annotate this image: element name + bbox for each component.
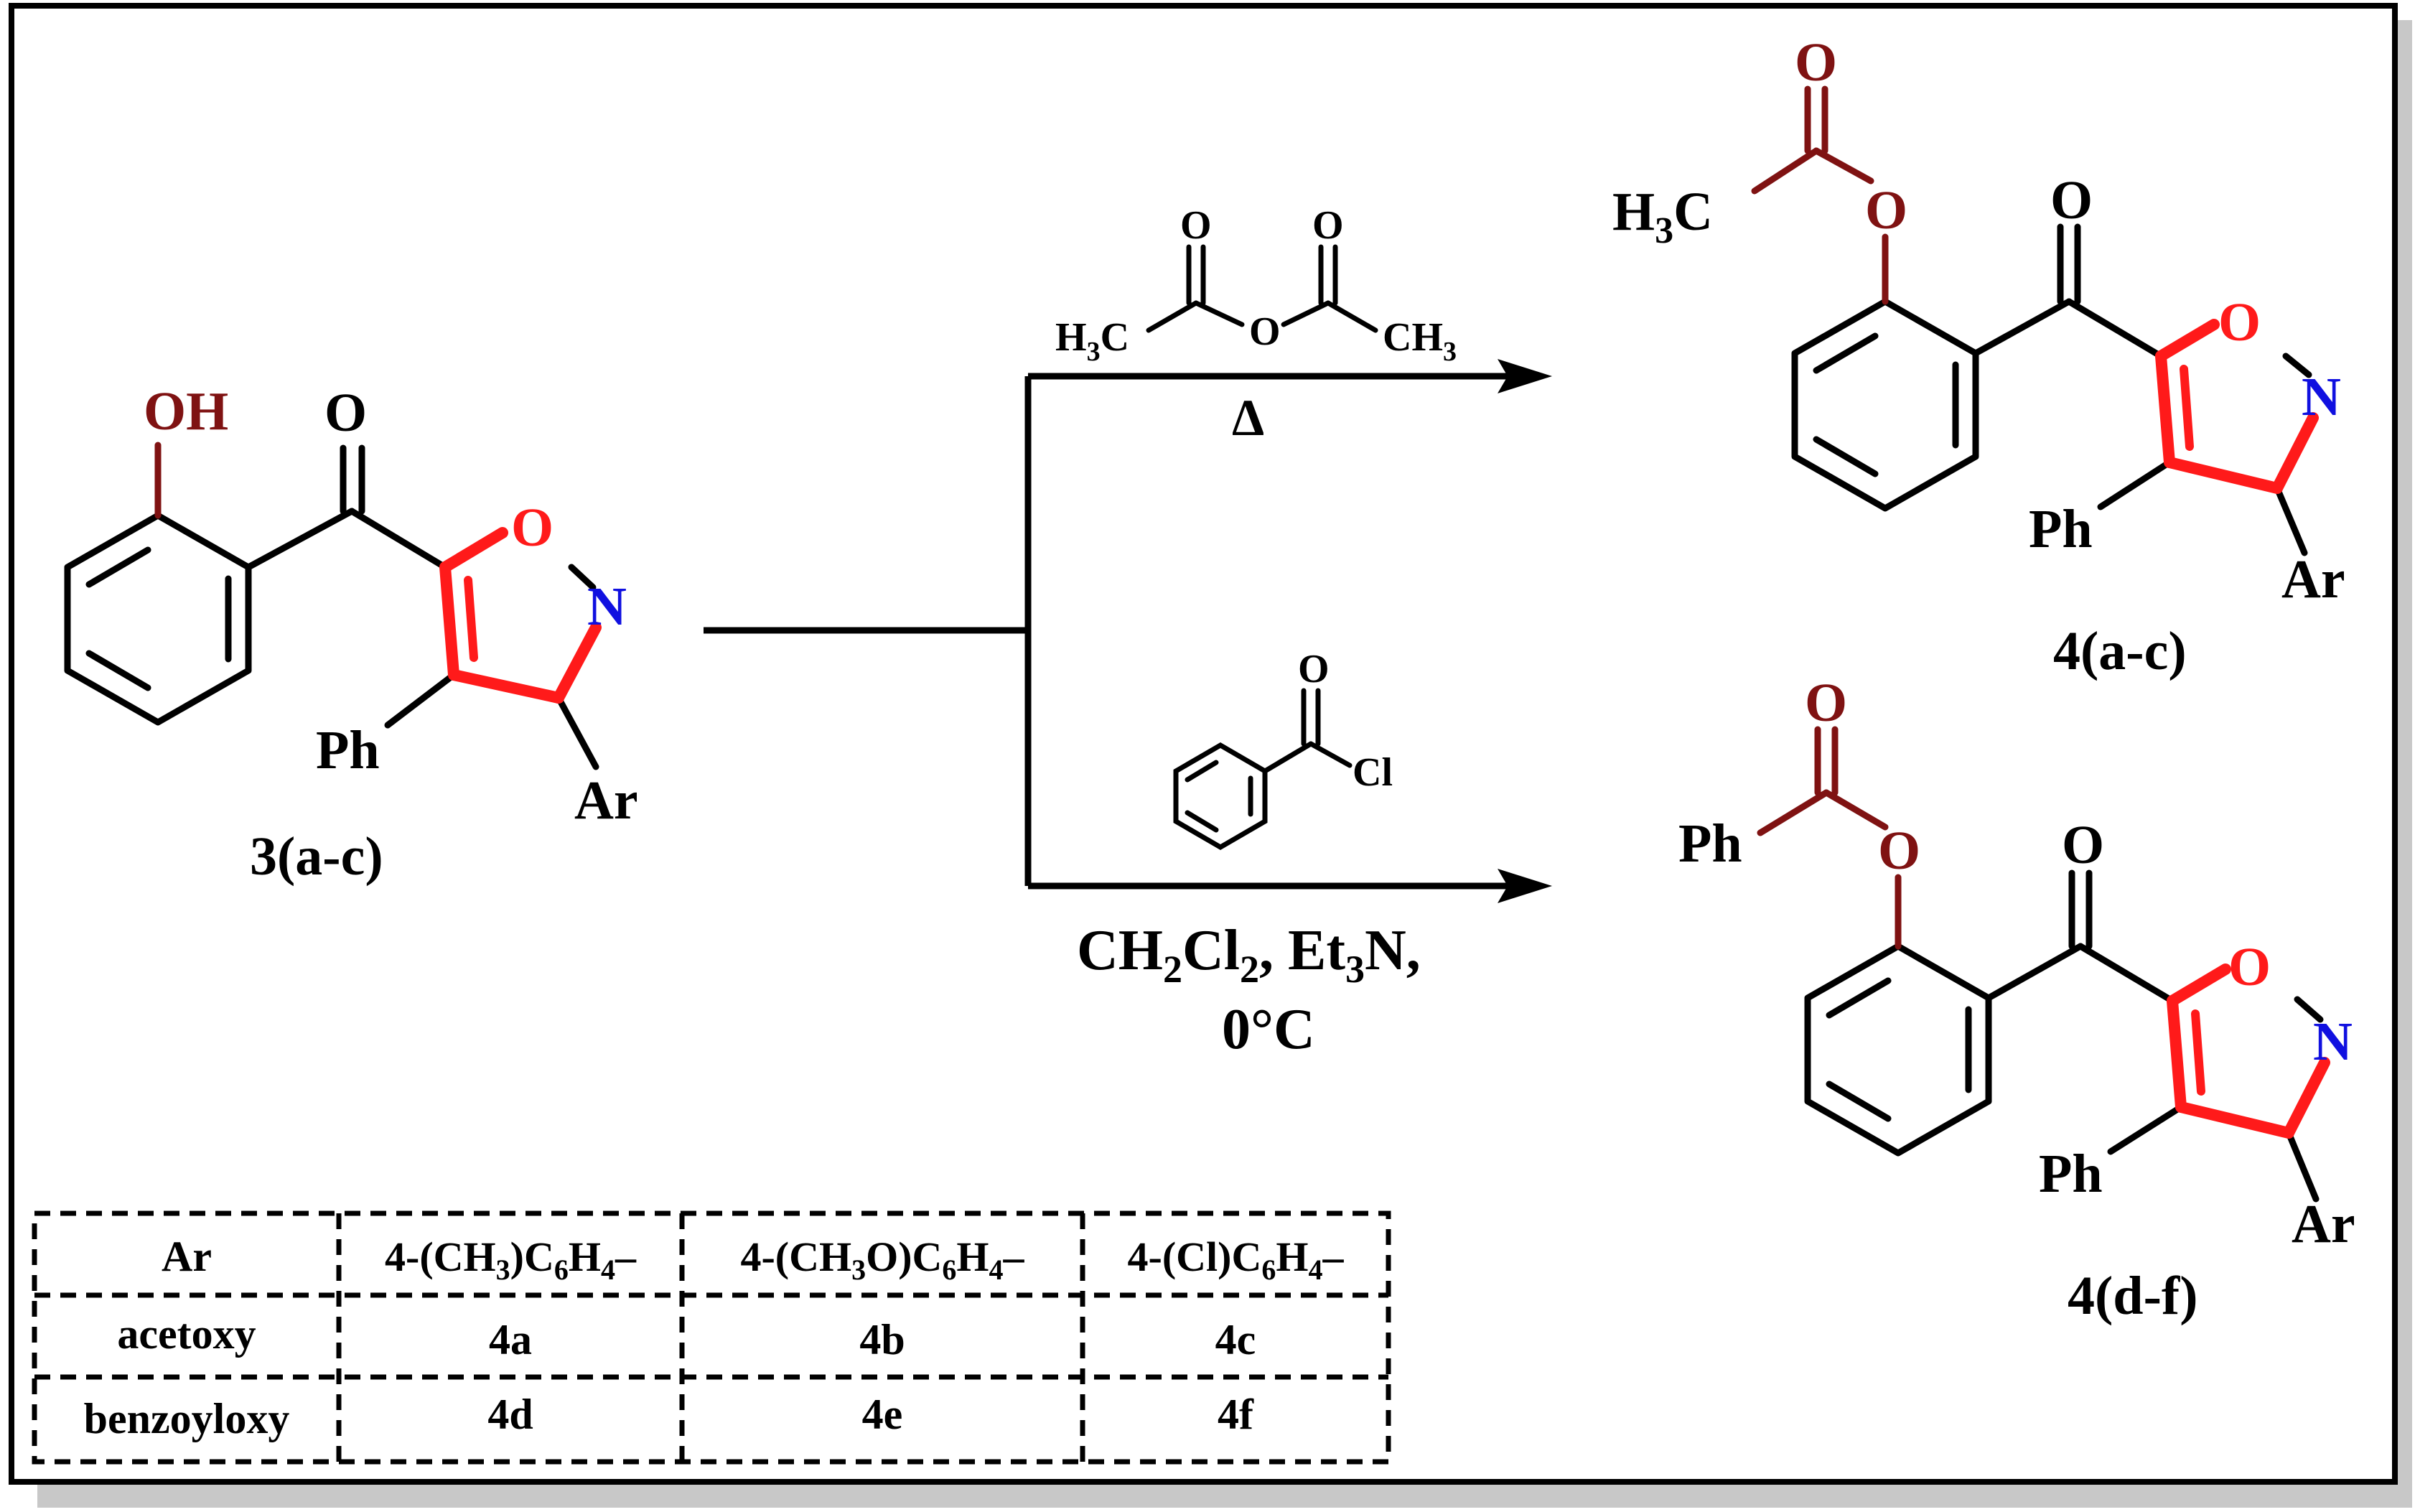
acetyl-methyl-label: H3C	[1612, 182, 1713, 251]
table-cell: 4b	[859, 1316, 905, 1363]
table-header-col2: 4-(CH3O)C6H4–	[740, 1233, 1024, 1286]
table-header-col1: 4-(CH3)C6H4–	[385, 1233, 637, 1286]
benzene-ring	[64, 442, 599, 770]
table-header-col3: 4-(Cl)C6H4–	[1128, 1233, 1345, 1286]
starting-material: OH O O N Ph Ar 3(a-c)	[64, 381, 638, 887]
reaction-arrows	[704, 373, 1515, 890]
ketone-oxygen-label: O	[2062, 815, 2104, 875]
aryl-label: Ar	[2292, 1194, 2355, 1254]
hydroxyl-label: OH	[144, 381, 228, 442]
benzoyl-phenyl-label: Ph	[1678, 813, 1742, 874]
anhydride-methyl-right: CH3	[1383, 315, 1457, 367]
phenyl-label: Ph	[316, 720, 380, 780]
chlorine-label: Cl	[1353, 750, 1393, 795]
compound-label-4ac: 4(a-c)	[2053, 621, 2187, 681]
ring-nitrogen-label: N	[587, 577, 627, 637]
table-cell: 4c	[1215, 1316, 1256, 1363]
phenyl-label: Ph	[2029, 499, 2093, 559]
ester-carbonyl-oxygen: O	[1805, 673, 1847, 733]
anhydride-bridge-oxygen: O	[1249, 309, 1281, 354]
heat-symbol: Δ	[1232, 389, 1264, 447]
compound-label-3: 3(a-c)	[250, 826, 383, 887]
ester-link-oxygen: O	[1865, 180, 1907, 241]
phenyl-label: Ph	[2039, 1144, 2103, 1204]
aryl-label: Ar	[574, 770, 638, 831]
product-benzoyloxy: O O Ph O O N Ph Ar 4(d-f)	[1678, 673, 2355, 1326]
ring-nitrogen-label: N	[2302, 367, 2341, 427]
benzoyl-chloride	[1173, 688, 1353, 851]
ring-nitrogen-label: N	[2313, 1012, 2353, 1072]
table-row-label: benzoyloxy	[84, 1395, 290, 1442]
anhydride-oxygen-right: O	[1312, 203, 1344, 248]
substituent-table: Ar 4-(CH3)C6H4– 4-(CH3O)C6H4– 4-(Cl)C6H4…	[32, 1210, 1391, 1465]
arrowhead-top	[1498, 359, 1552, 393]
anhydride-methyl-left: H3C	[1055, 315, 1129, 367]
anhydride-oxygen-left: O	[1180, 203, 1212, 248]
ester-link-oxygen: O	[1878, 821, 1920, 881]
table-cell: 4d	[487, 1391, 533, 1438]
benzoyl-oxygen-label: O	[1298, 647, 1330, 691]
table-row-label: acetoxy	[117, 1310, 256, 1358]
arrowhead-bottom	[1498, 869, 1552, 903]
table-cell: 4e	[862, 1391, 903, 1438]
solvent-base-condition: CH2Cl2, Et3N,	[1077, 919, 1421, 991]
aryl-label: Ar	[2281, 549, 2345, 610]
ring-oxygen-label: O	[511, 498, 553, 558]
ring-oxygen-label: O	[2228, 937, 2271, 997]
table-cell: 4f	[1218, 1391, 1254, 1438]
product-acetoxy: O O H3C O O N Ph Ar 4(a-c)	[1612, 32, 2345, 681]
ester-carbonyl-oxygen: O	[1795, 32, 1837, 93]
table-header-ar: Ar	[162, 1233, 212, 1280]
compound-label-4df: 4(d-f)	[2068, 1266, 2198, 1326]
isoxazole-ring	[439, 527, 602, 704]
table-cell: 4a	[489, 1316, 532, 1363]
acetic-anhydride	[1146, 244, 1378, 333]
temperature-condition: 0°C	[1222, 998, 1315, 1061]
ring-oxygen-label: O	[2218, 292, 2261, 353]
ketone-oxygen-label: O	[2050, 170, 2093, 230]
carbonyl-oxygen-label: O	[324, 383, 367, 443]
